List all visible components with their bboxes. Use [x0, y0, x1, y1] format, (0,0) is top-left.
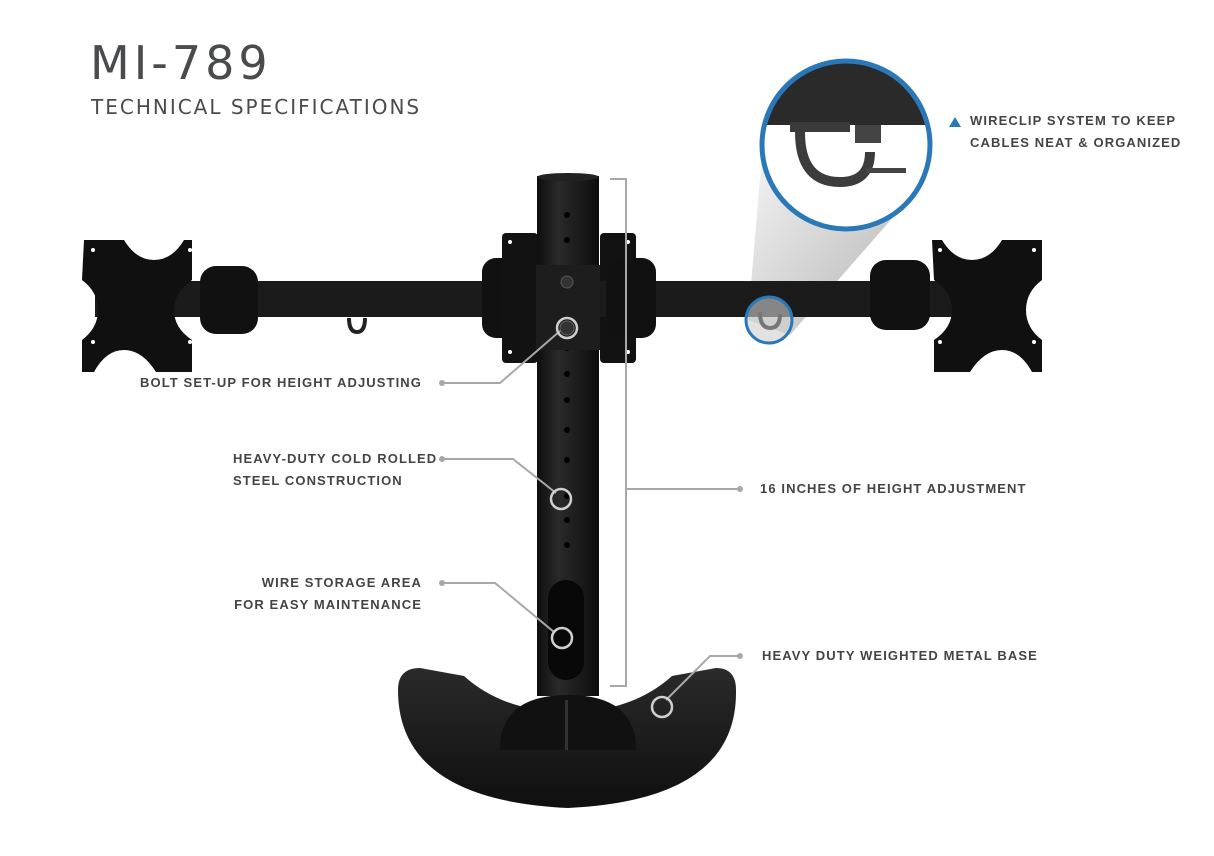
left-vesa-plate	[82, 240, 192, 372]
pole	[537, 173, 599, 696]
callout-steel: HEAVY-DUTY COLD ROLLED STEEL CONSTRUCTIO…	[233, 448, 437, 492]
callout-wire-storage-line2: FOR EASY MAINTENANCE	[234, 597, 422, 612]
callout-steel-line1: HEAVY-DUTY COLD ROLLED	[233, 451, 438, 466]
callout-steel-line2: STEEL CONSTRUCTION	[233, 473, 403, 488]
callout-bolt-line1: BOLT SET-UP FOR HEIGHT ADJUSTING	[140, 375, 422, 390]
right-arm	[600, 258, 1000, 338]
model-title: MI-789	[90, 36, 272, 90]
callout-wireclip: WIRECLIP SYSTEM TO KEEP CABLES NEAT & OR…	[970, 110, 1181, 154]
triangle-up-icon	[949, 117, 961, 127]
leader-lines	[442, 330, 738, 701]
callout-height-line1: 16 INCHES OF HEIGHT ADJUSTMENT	[760, 481, 1027, 496]
wireclip-zoom-circle	[759, 58, 933, 232]
callout-wireclip-line1: WIRECLIP SYSTEM TO KEEP	[970, 113, 1177, 128]
callout-height: 16 INCHES OF HEIGHT ADJUSTMENT	[760, 478, 1027, 500]
page-subtitle: TECHNICAL SPECIFICATIONS	[91, 95, 422, 119]
callout-rings	[549, 316, 674, 719]
callout-wireclip-line2: CABLES NEAT & ORGANIZED	[970, 135, 1182, 150]
callout-bolt: BOLT SET-UP FOR HEIGHT ADJUSTING	[140, 372, 422, 394]
callout-wire-storage-line1: WIRE STORAGE AREA	[261, 575, 422, 590]
height-bracket	[610, 178, 738, 687]
callout-wire-storage: WIRE STORAGE AREA FOR EASY MAINTENANCE	[234, 572, 422, 616]
wireclip-small-circle	[744, 295, 794, 345]
callout-base-line1: HEAVY DUTY WEIGHTED METAL BASE	[762, 648, 1038, 663]
right-vesa-plate	[932, 240, 1042, 372]
callout-base: HEAVY DUTY WEIGHTED METAL BASE	[762, 645, 1038, 667]
